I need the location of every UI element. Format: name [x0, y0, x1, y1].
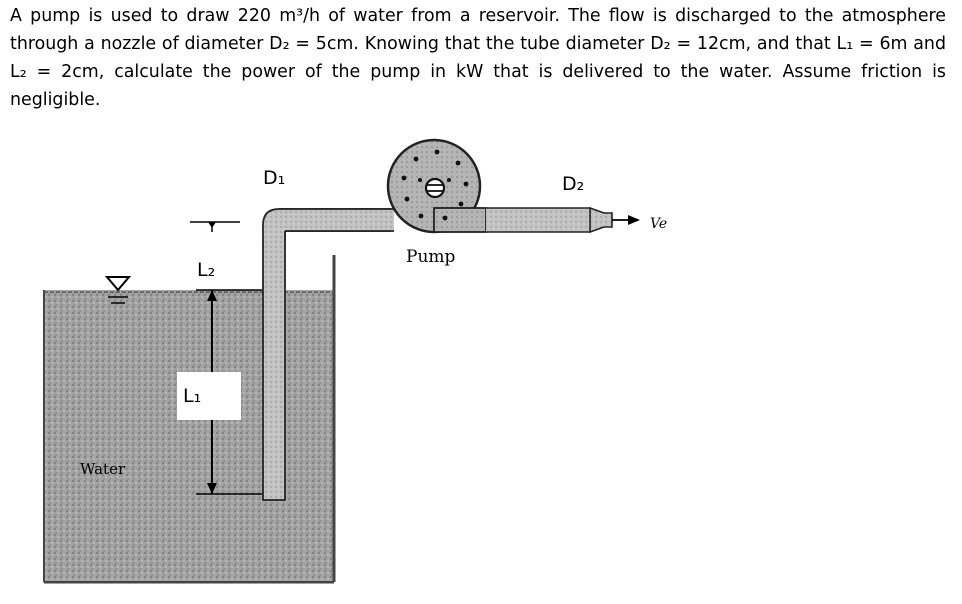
- pump-outlet-block: [433, 207, 487, 233]
- horizontal-pipe: [279, 209, 394, 231]
- label-d2: D₂: [562, 173, 584, 195]
- free-surface-triangle: [104, 276, 132, 292]
- label-pump: Pump: [406, 247, 456, 267]
- reservoir-water: [44, 290, 334, 580]
- label-d1: D₁: [263, 167, 285, 189]
- l1-arrow-bottom: [207, 483, 217, 494]
- label-ve: Ve: [650, 216, 667, 232]
- pump-hub: [424, 177, 446, 199]
- l1-label-box: [177, 372, 241, 420]
- problem-text: A pump is used to draw 220 m³/h of water…: [10, 6, 946, 110]
- label-l1: L₁: [183, 385, 201, 407]
- problem-statement: A pump is used to draw 220 m³/h of water…: [10, 2, 946, 114]
- l1-arrow-top: [207, 290, 217, 301]
- suction-pipe: [262, 224, 286, 501]
- label-l2: L₂: [197, 259, 215, 281]
- l2-arrow: [208, 222, 216, 228]
- nozzle: [589, 206, 613, 234]
- discharge-pipe: [486, 208, 590, 232]
- pump-bolts: [401, 149, 469, 221]
- outlet-arrow-head: [628, 215, 640, 225]
- label-water: Water: [80, 460, 126, 478]
